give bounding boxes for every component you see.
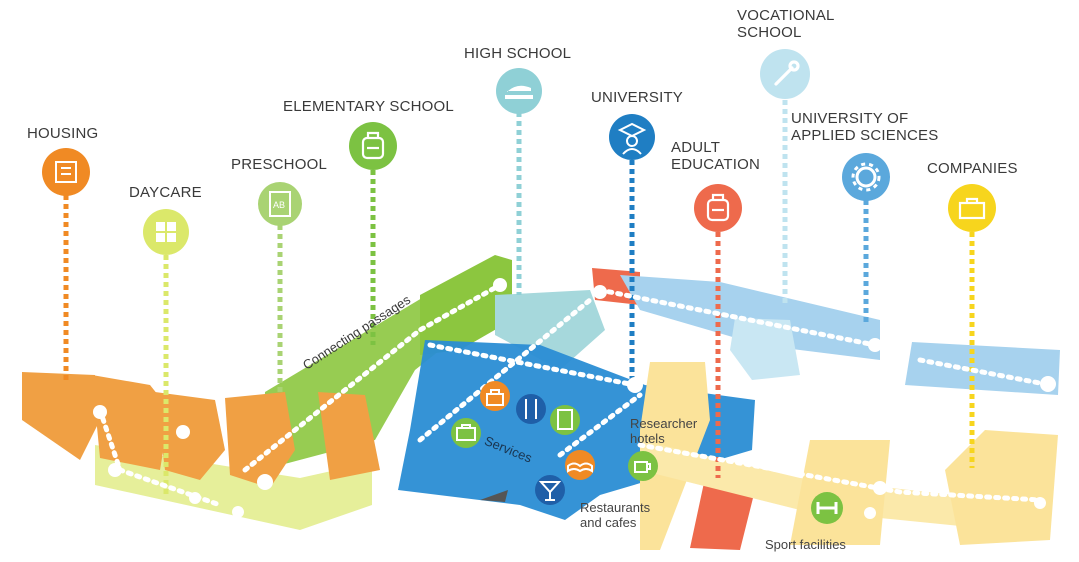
tablet-icon bbox=[557, 409, 573, 430]
building-icon bbox=[55, 161, 77, 183]
book-icon bbox=[567, 462, 593, 473]
node-vocational bbox=[760, 49, 810, 99]
svg-text:AB: AB bbox=[273, 200, 285, 210]
housing-block-1 bbox=[22, 372, 100, 460]
green-upper-block bbox=[420, 255, 512, 355]
arrow-marker bbox=[480, 490, 508, 502]
label-elementary: ELEMENTARY SCHOOL bbox=[283, 98, 454, 115]
dumbbell-icon bbox=[816, 502, 838, 514]
label-companies: COMPANIES bbox=[927, 160, 1018, 177]
graduate-icon bbox=[617, 122, 647, 155]
backpack-icon bbox=[706, 193, 730, 222]
service-bar bbox=[535, 475, 565, 505]
hotel-coffee bbox=[628, 451, 658, 481]
service-dining bbox=[516, 394, 546, 424]
node-elementary bbox=[349, 122, 397, 170]
label-researcher-hotels: Researcher hotels bbox=[630, 416, 698, 446]
sport-block bbox=[790, 440, 890, 545]
gear-icon bbox=[851, 162, 881, 192]
puzzle-icon bbox=[156, 222, 176, 242]
label-daycare: DAYCARE bbox=[129, 184, 202, 201]
companies-blue-block bbox=[905, 342, 1060, 395]
node-adult-education bbox=[694, 184, 742, 232]
housing-block-3 bbox=[155, 392, 225, 480]
label-applied-sciences: UNIVERSITY OF APPLIED SCIENCES bbox=[791, 110, 939, 144]
node-preschool: AB bbox=[258, 182, 302, 226]
node-housing bbox=[42, 148, 90, 196]
stapler-icon bbox=[505, 85, 533, 99]
shopping-bag-icon bbox=[486, 389, 504, 406]
label-vocational: VOCATIONAL SCHOOL bbox=[737, 7, 835, 41]
companies-block bbox=[945, 430, 1058, 545]
wrench-icon bbox=[774, 60, 800, 86]
applied-sciences-strip bbox=[620, 275, 880, 360]
label-preschool: PRESCHOOL bbox=[231, 156, 327, 173]
coffee-cup-icon bbox=[634, 461, 651, 473]
briefcase-icon bbox=[456, 424, 476, 441]
service-tablet bbox=[550, 405, 580, 435]
cocktail-icon bbox=[538, 481, 562, 501]
abc-book-icon: AB bbox=[269, 191, 291, 217]
cutlery-icon bbox=[525, 399, 537, 419]
passage-dots bbox=[93, 278, 1056, 519]
backpack-icon bbox=[361, 131, 385, 160]
label-high-school: HIGH SCHOOL bbox=[464, 45, 572, 62]
sport-dumbbell bbox=[811, 492, 843, 524]
node-applied-sciences bbox=[842, 153, 890, 201]
housing-block-4 bbox=[225, 392, 295, 488]
briefcase-icon bbox=[958, 197, 986, 220]
node-high-school bbox=[496, 68, 542, 114]
label-housing: HOUSING bbox=[27, 125, 99, 142]
label-adult-education: ADULT EDUCATION bbox=[671, 139, 761, 173]
vocational-block bbox=[730, 318, 800, 380]
label-sport: Sport facilities bbox=[765, 537, 846, 552]
node-university bbox=[609, 114, 655, 160]
service-shopping bbox=[480, 381, 510, 411]
service-business bbox=[451, 418, 481, 448]
node-daycare bbox=[143, 209, 189, 255]
node-companies bbox=[948, 184, 996, 232]
housing-block-5 bbox=[318, 392, 380, 480]
label-restaurants: Restaurants and cafes bbox=[580, 500, 651, 530]
service-library bbox=[565, 450, 595, 480]
label-university: UNIVERSITY bbox=[591, 89, 684, 106]
